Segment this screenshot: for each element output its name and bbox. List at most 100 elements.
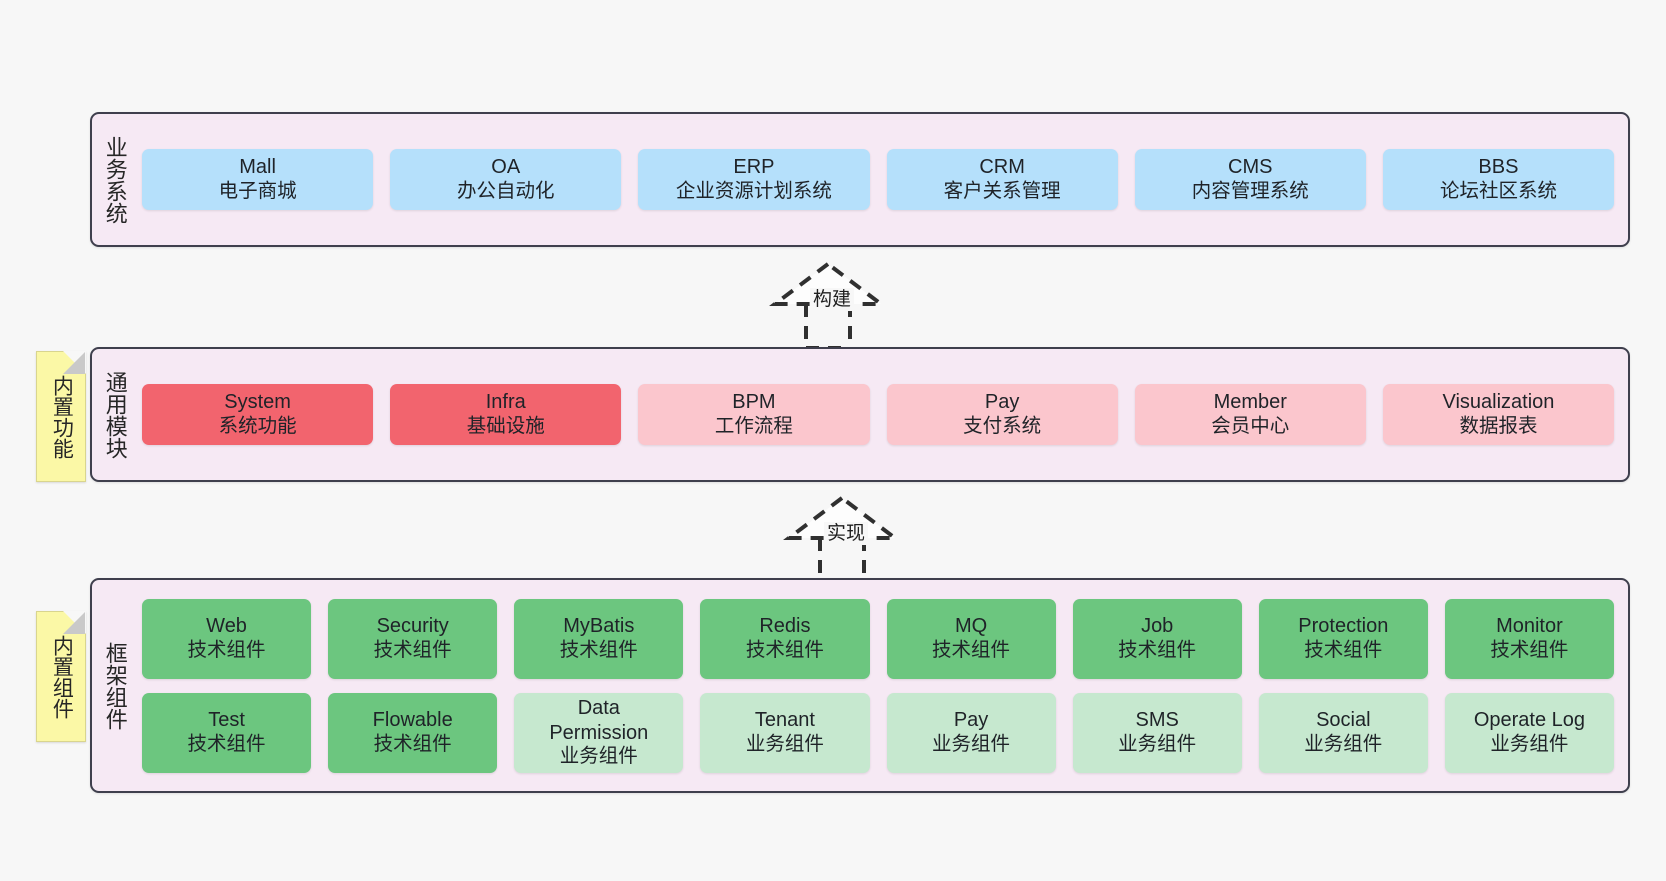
- layer-framework-components: 框架组件 Web 技术组件 Security 技术组件 MyBatis 技术组件…: [90, 578, 1630, 793]
- card-test[interactable]: Test 技术组件: [142, 692, 312, 773]
- card-row: System 系统功能 Infra 基础设施 BPM 工作流程 Pay 支付系统…: [142, 384, 1615, 445]
- layer-common-modules: 通用模块 System 系统功能 Infra 基础设施 BPM 工作流程 Pay…: [90, 347, 1630, 482]
- card-desc: 技术组件: [932, 638, 1011, 661]
- card-erp[interactable]: ERP 企业资源计划系统: [638, 149, 870, 210]
- card-name: ERP: [733, 156, 775, 179]
- card-desc: 论坛社区系统: [1439, 179, 1557, 202]
- card-name: Infra: [485, 391, 526, 414]
- card-desc: 业务组件: [559, 745, 638, 767]
- card-desc: 企业资源计划系统: [675, 179, 832, 202]
- card-name: Test: [208, 709, 245, 732]
- card-mall[interactable]: Mall 电子商城: [142, 149, 374, 210]
- card-crm[interactable]: CRM 客户关系管理: [886, 149, 1118, 210]
- card-desc: 技术组件: [373, 732, 452, 755]
- card-name: BPM: [732, 391, 776, 414]
- sticky-note-label: 内置功能: [50, 374, 74, 459]
- card-desc: 技术组件: [1118, 638, 1197, 661]
- card-desc: 业务组件: [1118, 732, 1197, 755]
- card-name: Protection: [1298, 615, 1389, 638]
- card-name: Pay: [984, 391, 1020, 414]
- card-desc: 电子商城: [218, 179, 297, 202]
- card-row: Web 技术组件 Security 技术组件 MyBatis 技术组件 Redi…: [142, 598, 1614, 679]
- card-redis[interactable]: Redis 技术组件: [700, 598, 870, 679]
- card-name: Social: [1316, 709, 1371, 732]
- card-security[interactable]: Security 技术组件: [328, 598, 498, 679]
- card-name: OA: [491, 156, 521, 179]
- layer-title-framework-components: 框架组件: [102, 641, 128, 730]
- sticky-note-label: 内置组件: [50, 634, 74, 719]
- card-social[interactable]: Social 业务组件: [1258, 692, 1428, 773]
- card-job[interactable]: Job 技术组件: [1072, 598, 1242, 679]
- card-name: Tenant: [754, 709, 815, 732]
- card-name: Pay: [953, 709, 989, 732]
- card-protection[interactable]: Protection 技术组件: [1258, 598, 1428, 679]
- card-desc: 工作流程: [714, 414, 793, 437]
- card-desc: 基础设施: [466, 414, 545, 437]
- sticky-note-builtin-component: 内置组件: [36, 611, 86, 742]
- layer-title-business-systems: 业务系统: [102, 135, 128, 224]
- card-name: MQ: [954, 615, 988, 638]
- layer-body-framework-components: Web 技术组件 Security 技术组件 MyBatis 技术组件 Redi…: [138, 580, 1628, 791]
- card-name: SMS: [1135, 709, 1179, 732]
- card-desc: 技术组件: [559, 638, 638, 661]
- sticky-note-builtin-function: 内置功能: [36, 351, 86, 482]
- card-mybatis[interactable]: MyBatis 技术组件: [514, 598, 684, 679]
- card-visualization[interactable]: Visualization 数据报表: [1382, 384, 1615, 445]
- card-name: Member: [1213, 391, 1287, 414]
- card-row: Mall 电子商城 OA 办公自动化 ERP 企业资源计划系统 CRM 客户关系…: [142, 149, 1615, 210]
- card-desc: 业务组件: [1304, 732, 1383, 755]
- card-name: Data Permission: [549, 697, 649, 744]
- card-desc: 业务组件: [745, 732, 824, 755]
- layer-title-common-modules: 通用模块: [102, 370, 128, 459]
- card-name: Monitor: [1496, 615, 1563, 638]
- card-desc: 技术组件: [745, 638, 824, 661]
- card-desc: 技术组件: [187, 732, 266, 755]
- connector-build: 构建: [758, 258, 918, 350]
- card-desc: 技术组件: [1304, 638, 1383, 661]
- connector-implement: 实现: [772, 492, 932, 584]
- card-flowable[interactable]: Flowable 技术组件: [328, 692, 498, 773]
- card-desc: 技术组件: [1490, 638, 1569, 661]
- card-name: Mall: [239, 156, 276, 179]
- card-infra[interactable]: Infra 基础设施: [390, 384, 622, 445]
- card-data-permission[interactable]: Data Permission 业务组件: [514, 692, 684, 773]
- card-name: Redis: [759, 615, 811, 638]
- card-operate-log[interactable]: Operate Log 业务组件: [1444, 692, 1614, 773]
- card-name: CRM: [979, 156, 1025, 179]
- card-desc: 支付系统: [963, 414, 1042, 437]
- connector-build-label: 构建: [810, 288, 855, 311]
- card-pay-component[interactable]: Pay 业务组件: [886, 692, 1056, 773]
- card-name: Flowable: [372, 709, 453, 732]
- card-tenant[interactable]: Tenant 业务组件: [700, 692, 870, 773]
- card-desc: 内容管理系统: [1191, 179, 1309, 202]
- card-pay-module[interactable]: Pay 支付系统: [886, 384, 1118, 445]
- card-desc: 系统功能: [218, 414, 297, 437]
- card-desc: 业务组件: [1490, 732, 1569, 755]
- card-sms[interactable]: SMS 业务组件: [1072, 692, 1242, 773]
- card-name: BBS: [1478, 156, 1519, 179]
- layer-business-systems: 业务系统 Mall 电子商城 OA 办公自动化 ERP 企业资源计划系统 CRM…: [90, 112, 1630, 247]
- card-desc: 技术组件: [373, 638, 452, 661]
- card-name: Web: [206, 615, 247, 638]
- card-row: Test 技术组件 Flowable 技术组件 Data Permission …: [142, 692, 1614, 773]
- card-bbs[interactable]: BBS 论坛社区系统: [1382, 149, 1615, 210]
- card-member[interactable]: Member 会员中心: [1134, 384, 1366, 445]
- connector-implement-label: 实现: [824, 522, 869, 545]
- card-desc: 业务组件: [932, 732, 1011, 755]
- card-desc: 客户关系管理: [943, 179, 1061, 202]
- card-desc: 数据报表: [1459, 414, 1538, 437]
- card-name: Visualization: [1442, 391, 1555, 414]
- layer-body-business-systems: Mall 电子商城 OA 办公自动化 ERP 企业资源计划系统 CRM 客户关系…: [138, 114, 1628, 245]
- card-name: System: [224, 391, 291, 414]
- card-desc: 办公自动化: [457, 179, 555, 202]
- card-name: Job: [1141, 615, 1174, 638]
- card-system[interactable]: System 系统功能: [142, 384, 374, 445]
- card-monitor[interactable]: Monitor 技术组件: [1444, 598, 1614, 679]
- card-cms[interactable]: CMS 内容管理系统: [1134, 149, 1366, 210]
- card-mq[interactable]: MQ 技术组件: [886, 598, 1056, 679]
- card-bpm[interactable]: BPM 工作流程: [638, 384, 870, 445]
- card-web[interactable]: Web 技术组件: [142, 598, 312, 679]
- layer-body-common-modules: System 系统功能 Infra 基础设施 BPM 工作流程 Pay 支付系统…: [138, 349, 1628, 480]
- card-oa[interactable]: OA 办公自动化: [390, 149, 622, 210]
